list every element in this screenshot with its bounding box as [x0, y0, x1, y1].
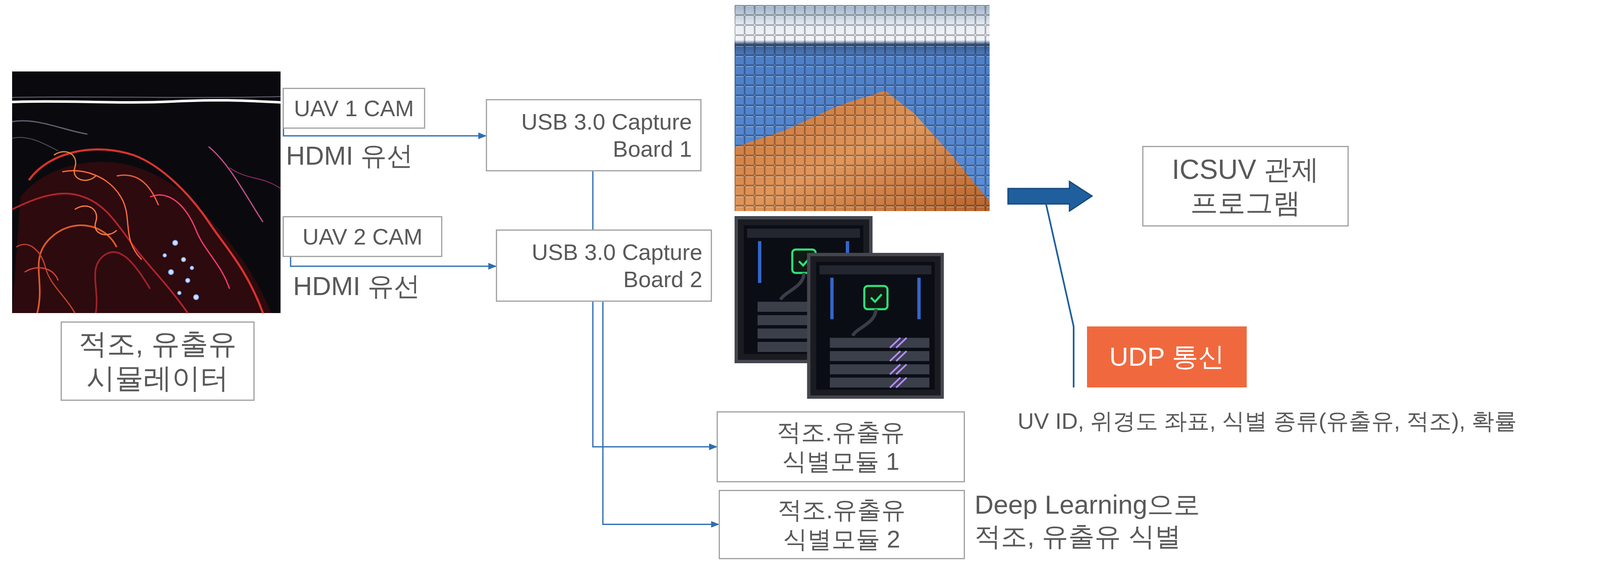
- node-text: UAV 2 CAM: [290, 223, 435, 251]
- node-text: USB 3.0 Capture Board 2: [505, 238, 703, 294]
- mosaic-tiles: [734, 5, 990, 212]
- mosaic-image: [734, 5, 990, 212]
- protocol-box: UDP 통신: [1087, 326, 1247, 388]
- camera-box: UAV 2 CAM: [282, 216, 443, 258]
- edge-label: HDMI 유선: [293, 270, 421, 303]
- camera-box: UAV 1 CAM: [282, 87, 426, 129]
- image-ground: [12, 71, 281, 314]
- module-box: 적조.유출유 식별모듈 1: [716, 411, 965, 483]
- simulator-image: [12, 71, 281, 314]
- image-dots: [163, 240, 199, 300]
- annotation-text: Deep Learning으로 적조, 유출유 식별: [974, 489, 1243, 553]
- mosaic-sky: [734, 5, 990, 212]
- node-text: 적조.유출유 식별모듈 2: [745, 495, 939, 554]
- node-text: USB 3.0 Capture Board 1: [495, 108, 692, 163]
- slick-region: [12, 161, 272, 314]
- simulator-box: 적조, 유출유 시뮬레이터: [60, 321, 255, 401]
- node-text: 적조.유출유 식별모듈 1: [742, 417, 939, 476]
- node-text: UAV 1 CAM: [290, 94, 418, 123]
- capture-board-box: USB 3.0 Capture Board 2: [495, 229, 712, 302]
- edge-label: HDMI 유선: [285, 140, 414, 172]
- annotation-text: UV ID, 위경도 좌표, 식별 종류(유출유, 적조), 확률: [1017, 407, 1517, 435]
- connector: [283, 128, 486, 136]
- program-box: ICSUV 관제 프로그램: [1142, 145, 1349, 227]
- computer-images: [734, 216, 945, 399]
- node-text: UDP 통신: [1093, 341, 1241, 373]
- flow-arrow: [1007, 181, 1093, 212]
- leader-line: [1046, 204, 1074, 388]
- connector: [592, 171, 717, 447]
- capture-board-box: USB 3.0 Capture Board 1: [485, 99, 702, 172]
- connector: [290, 257, 496, 267]
- module-box: 적조.유출유 식별모듈 2: [718, 489, 965, 560]
- connector: [602, 301, 719, 525]
- node-text: 적조, 유출유 시뮬레이터: [70, 326, 245, 396]
- node-text: ICSUV 관제 프로그램: [1160, 153, 1331, 220]
- image-strokes: [12, 96, 281, 314]
- computer-image: [808, 254, 942, 398]
